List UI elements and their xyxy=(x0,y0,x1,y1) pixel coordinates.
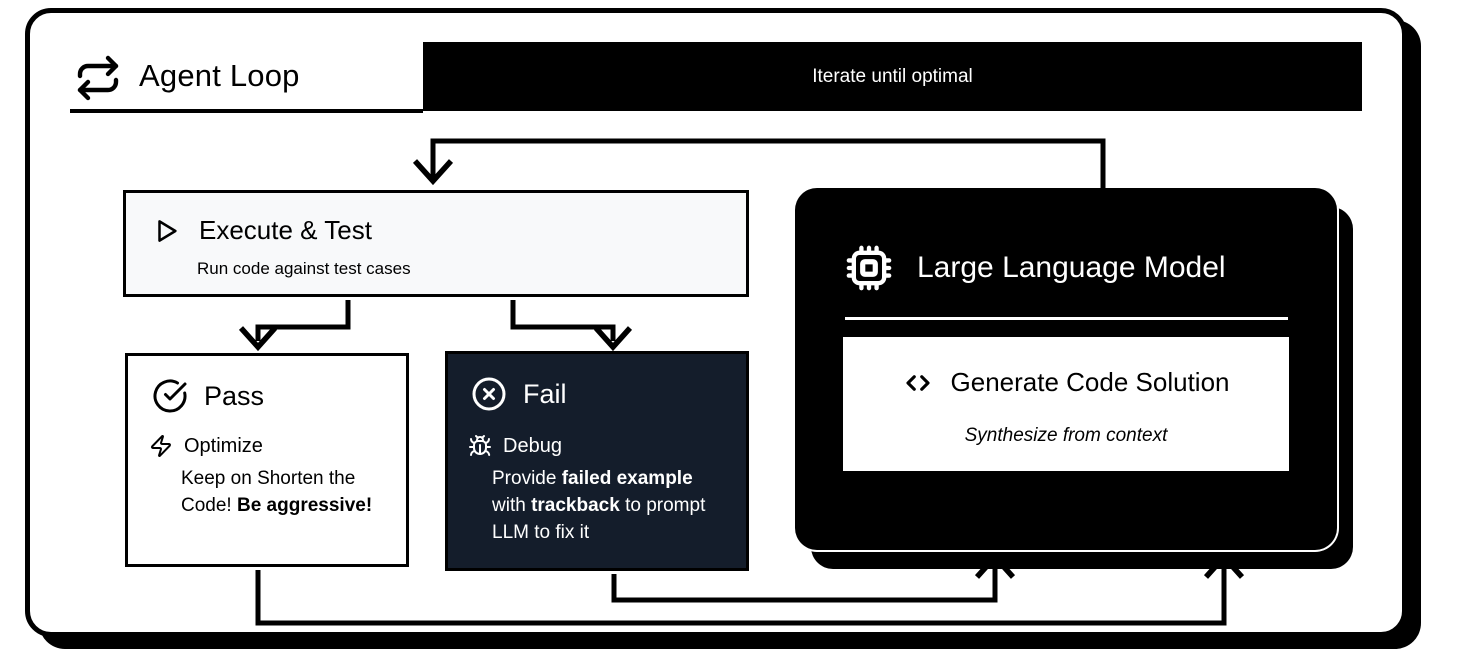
bug-icon xyxy=(469,435,491,456)
play-icon xyxy=(158,219,177,242)
execute-test-title: Execute & Test xyxy=(199,215,372,245)
lightning-icon xyxy=(151,435,171,457)
pass-title: Pass xyxy=(204,380,265,411)
llm-node: Large Language Model Generate Code Solut… xyxy=(795,188,1337,550)
fail-body-text: Provide failed example with trackback to… xyxy=(492,468,706,543)
llm-divider xyxy=(845,317,1288,320)
fail-node: Fail Debug Provide failed example with t… xyxy=(445,351,749,571)
llm-title: Large Language Model xyxy=(917,251,1226,284)
code-icon xyxy=(905,374,930,391)
chip-icon xyxy=(846,245,892,291)
generate-code-subtitle: Synthesize from context xyxy=(964,425,1168,446)
repeat-loop-icon xyxy=(77,55,119,101)
execute-test-subtitle: Run code against test cases xyxy=(197,259,411,278)
pass-node: Pass Optimize Keep on Shorten the Code! … xyxy=(125,353,409,567)
fail-title: Fail xyxy=(523,378,567,409)
execute-test-node: Execute & Test Run code against test cas… xyxy=(123,190,749,297)
pass-action-label: Optimize xyxy=(184,434,263,457)
iterate-banner: Iterate until optimal xyxy=(423,42,1362,111)
x-circle-icon xyxy=(472,377,506,411)
generate-code-title: Generate Code Solution xyxy=(950,367,1230,397)
generate-code-panel: Generate Code Solution Synthesize from c… xyxy=(843,337,1289,471)
pass-body-text: Keep on Shorten the Code! Be aggressive! xyxy=(181,468,373,516)
iterate-banner-label: Iterate until optimal xyxy=(812,65,973,87)
fail-action-label: Debug xyxy=(503,434,562,457)
check-circle-icon xyxy=(153,379,187,413)
page-title: Agent Loop xyxy=(139,58,300,93)
header-underline xyxy=(70,109,423,113)
